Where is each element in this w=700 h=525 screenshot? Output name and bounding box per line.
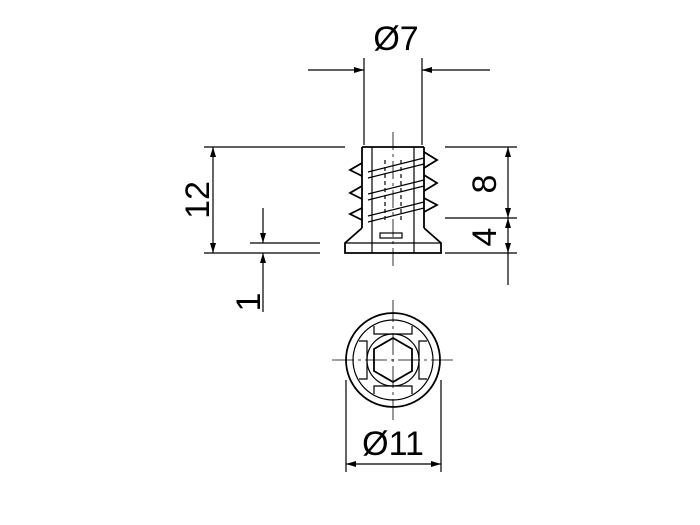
dimension-label-diameter-top: Ø7 <box>373 20 418 58</box>
slot-mark <box>379 232 403 239</box>
thread-slot <box>367 157 425 179</box>
thread-slot <box>367 201 425 223</box>
dimension-flange-thickness: 1 <box>230 208 320 312</box>
dimension-label-height-thread: 8 <box>466 175 504 194</box>
dimension-height-right: 8 4 <box>445 146 517 285</box>
dimension-label-height-flange: 4 <box>466 228 504 247</box>
insert-side-view <box>344 132 442 270</box>
dimension-diameter-bottom: Ø11 <box>345 380 442 472</box>
thread-teeth-right <box>423 151 439 213</box>
thread-slot <box>367 179 425 201</box>
dimension-label-height-total: 12 <box>179 181 217 219</box>
dimension-height-total: 12 <box>179 146 345 254</box>
dimension-diameter-top: Ø7 <box>308 20 490 145</box>
outer-circle <box>345 312 441 408</box>
flange <box>344 227 442 254</box>
dimension-label-diameter-bottom: Ø11 <box>362 425 424 463</box>
hex-socket <box>373 336 413 384</box>
dimension-label-flange-thickness: 1 <box>230 293 268 312</box>
inner-circle <box>366 333 420 387</box>
thread-teeth-left <box>347 162 363 221</box>
flange-circle <box>352 319 434 401</box>
insert-bottom-view <box>332 300 455 420</box>
